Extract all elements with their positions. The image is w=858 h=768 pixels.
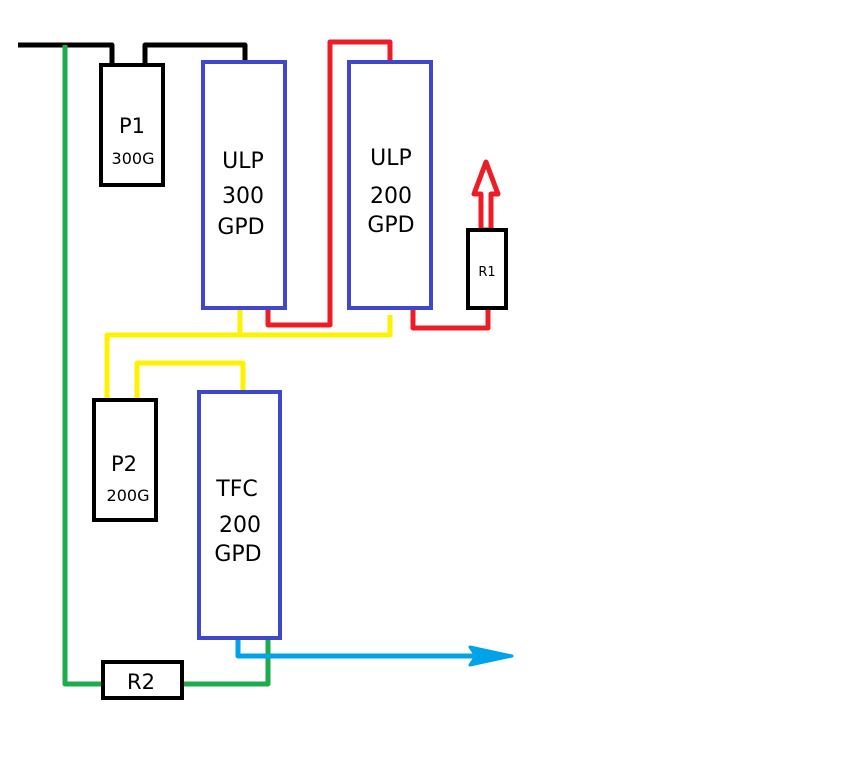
product-line-blue: [235, 638, 480, 659]
concentrate-line-red: [265, 39, 491, 331]
p1-label: P1: [119, 114, 145, 138]
restrictor-r2: R2: [101, 660, 184, 700]
tfc200-line2: 200: [219, 513, 261, 538]
tfc200-line1: TFC: [215, 477, 257, 502]
membrane-tfc-200: TFC 200 GPD: [197, 390, 282, 640]
feed-line-black: [18, 42, 248, 65]
pump-p2: P2 200G: [92, 398, 158, 522]
p1-rating: 300G: [112, 149, 155, 168]
pump-p1: P1 300G: [99, 63, 165, 187]
drain-arrow-icon: [471, 159, 501, 233]
membrane-ulp-300: ULP 300 GPD: [201, 60, 287, 310]
tfc200-line3: GPD: [214, 542, 261, 567]
ulp300-line3: GPD: [217, 215, 264, 240]
r2-label: R2: [127, 670, 155, 694]
membrane-ulp-200: ULP 200 GPD: [347, 60, 433, 310]
bypass-line-green: [62, 45, 271, 687]
ulp200-line2: 200: [370, 184, 412, 209]
permeate-line-yellow: [104, 308, 393, 400]
p2-label: P2: [111, 452, 137, 476]
r1-label: R1: [478, 265, 495, 280]
restrictor-r1: R1: [466, 228, 508, 310]
ulp300-line1: ULP: [222, 149, 264, 174]
ulp300-line2: 300: [222, 184, 264, 209]
ulp200-line1: ULP: [370, 146, 412, 171]
p2-rating: 200G: [107, 486, 150, 505]
product-arrow-icon: [468, 645, 514, 667]
ulp200-line3: GPD: [367, 213, 414, 238]
